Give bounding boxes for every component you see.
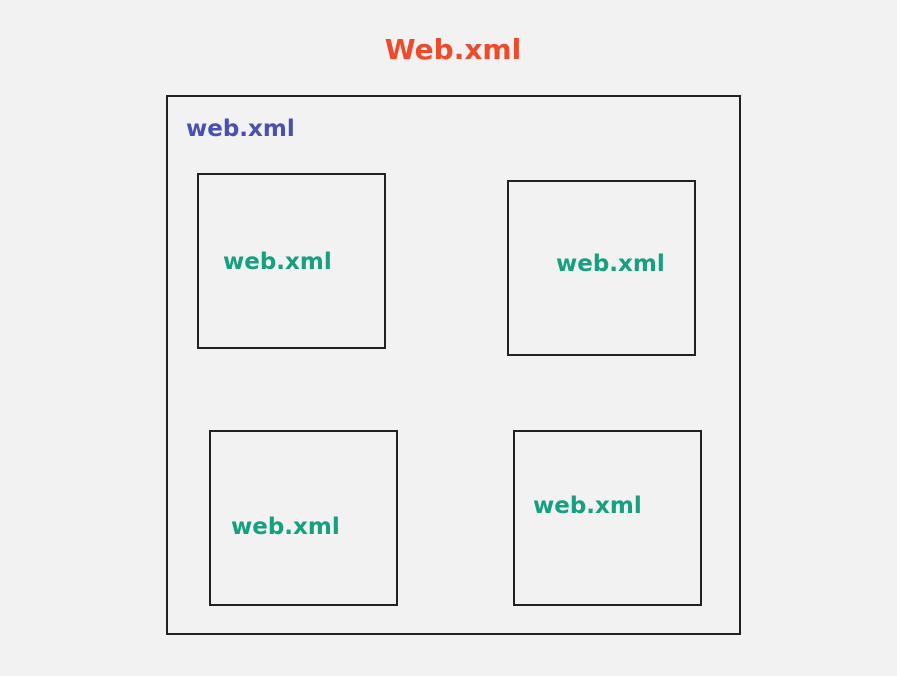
inner-box-bottom-right-label: web.xml: [533, 493, 642, 519]
diagram-title: Web.xml: [384, 33, 522, 66]
inner-box-top-right-label: web.xml: [556, 251, 665, 277]
inner-box-top-left: [197, 173, 386, 349]
inner-box-top-right: [507, 180, 696, 356]
outer-container-label: web.xml: [186, 116, 295, 142]
outer-container-box: [166, 95, 741, 635]
inner-box-bottom-left-label: web.xml: [231, 514, 340, 540]
inner-box-top-left-label: web.xml: [223, 249, 332, 275]
inner-box-bottom-left: [209, 430, 398, 606]
inner-box-bottom-right: [513, 430, 702, 606]
